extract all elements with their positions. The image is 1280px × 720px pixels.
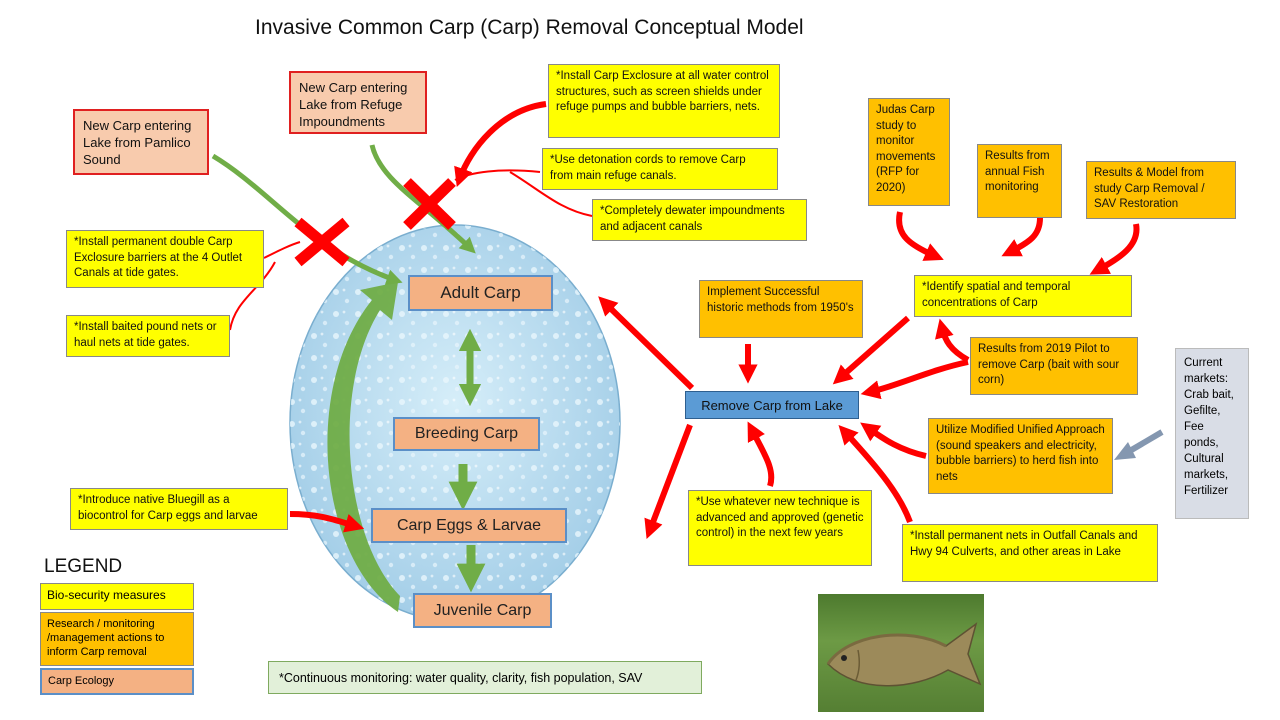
fish-monitoring-arrow: [1001, 217, 1043, 257]
ecology-adult-carp: Adult Carp: [408, 275, 553, 311]
ecology-eggs-larvae: Carp Eggs & Larvae: [371, 508, 567, 543]
markets-arrow-head: [1114, 442, 1136, 460]
research-unified: Utilize Modified Unified Approach (sound…: [928, 418, 1113, 494]
judas-arrow: [896, 211, 944, 261]
markets-line: Crab bait,: [1184, 389, 1234, 401]
identify-arrow: [832, 315, 910, 385]
double-barrier-line: [263, 241, 301, 259]
page-title: Invasive Common Carp (Carp) Removal Conc…: [255, 16, 804, 39]
new-technique-arrow: [747, 421, 775, 487]
legend-title: LEGEND: [44, 556, 123, 577]
results-model-arrow: [1089, 223, 1140, 275]
biosecurity-exclosure-structures: *Install Carp Exclosure at all water con…: [548, 64, 780, 138]
pamlico-arrow: [211, 153, 403, 285]
research-judas: Judas Carp study to monitor movements (R…: [868, 98, 950, 206]
markets-line: Fee ponds,: [1184, 421, 1219, 449]
pilot-to-identify-arrow: [935, 318, 970, 363]
legend-biosecurity: Bio-security measures: [40, 583, 194, 610]
biosecurity-dewater: *Completely dewater impoundments and adj…: [592, 199, 807, 241]
biosecurity-bluegill: *Introduce native Bluegill as a biocontr…: [70, 488, 288, 530]
source-pamlico: New Carp entering Lake from Pamlico Soun…: [73, 109, 209, 175]
legend-research: Research / monitoring /management action…: [40, 612, 194, 666]
biosecurity-permanent-nets: *Install permanent nets in Outfall Canal…: [902, 524, 1158, 582]
legend-ecology: Carp Ecology: [40, 668, 194, 695]
markets-arrow: [1126, 429, 1164, 455]
biosecurity-identify: *Identify spatial and temporal concentra…: [914, 275, 1132, 317]
markets-line: Fertilizer: [1184, 485, 1229, 497]
biosecurity-detonation: *Use detonation cords to remove Carp fro…: [542, 148, 778, 190]
carp-illustration: [826, 622, 982, 687]
research-fish-monitoring: Results from annual Fish monitoring: [977, 144, 1062, 218]
block-x-pamlico: [294, 217, 350, 267]
remove-to-eggs-arrow: [644, 423, 693, 539]
current-markets: Current markets: Crab bait, Gefilte, Fee…: [1175, 348, 1249, 519]
biosecurity-double-barriers: *Install permanent double Carp Exclosure…: [66, 230, 264, 288]
unified-arrow: [860, 422, 927, 459]
bluegill-arrow: [289, 511, 365, 533]
carp-photo: [818, 594, 984, 712]
markets-line: Cultural markets,: [1184, 453, 1229, 481]
block-x-refuge: [403, 178, 456, 230]
dewater-line: [509, 171, 593, 217]
biosecurity-pound-nets: *Install baited pound nets or haul nets …: [66, 315, 230, 357]
pilot-arrow: [860, 359, 969, 400]
biosecurity-new-technique: *Use whatever new technique is advanced …: [688, 490, 872, 566]
research-results-model: Results & Model from study Carp Removal …: [1086, 161, 1236, 219]
permanent-nets-arrow: [838, 424, 913, 524]
pound-nets-line: [229, 261, 276, 331]
exclosure-arrow: [454, 101, 547, 188]
research-pilot: Results from 2019 Pilot to remove Carp (…: [970, 337, 1138, 395]
continuous-monitoring-note: *Continuous monitoring: water quality, c…: [268, 661, 702, 694]
source-refuge: New Carp entering Lake from Refuge Impou…: [289, 71, 427, 134]
markets-line: Gefilte,: [1184, 405, 1221, 417]
ecology-breeding-carp: Breeding Carp: [393, 417, 540, 451]
detonation-line: [454, 169, 541, 181]
ecology-juvenile-carp: Juvenile Carp: [413, 593, 552, 628]
research-historic: Implement Successful historic methods fr…: [699, 280, 863, 338]
remove-carp-box: Remove Carp from Lake: [685, 391, 859, 419]
markets-line: Current markets:: [1184, 357, 1229, 385]
refuge-arrow: [369, 144, 476, 254]
remove-to-adult-arrow: [598, 296, 695, 391]
